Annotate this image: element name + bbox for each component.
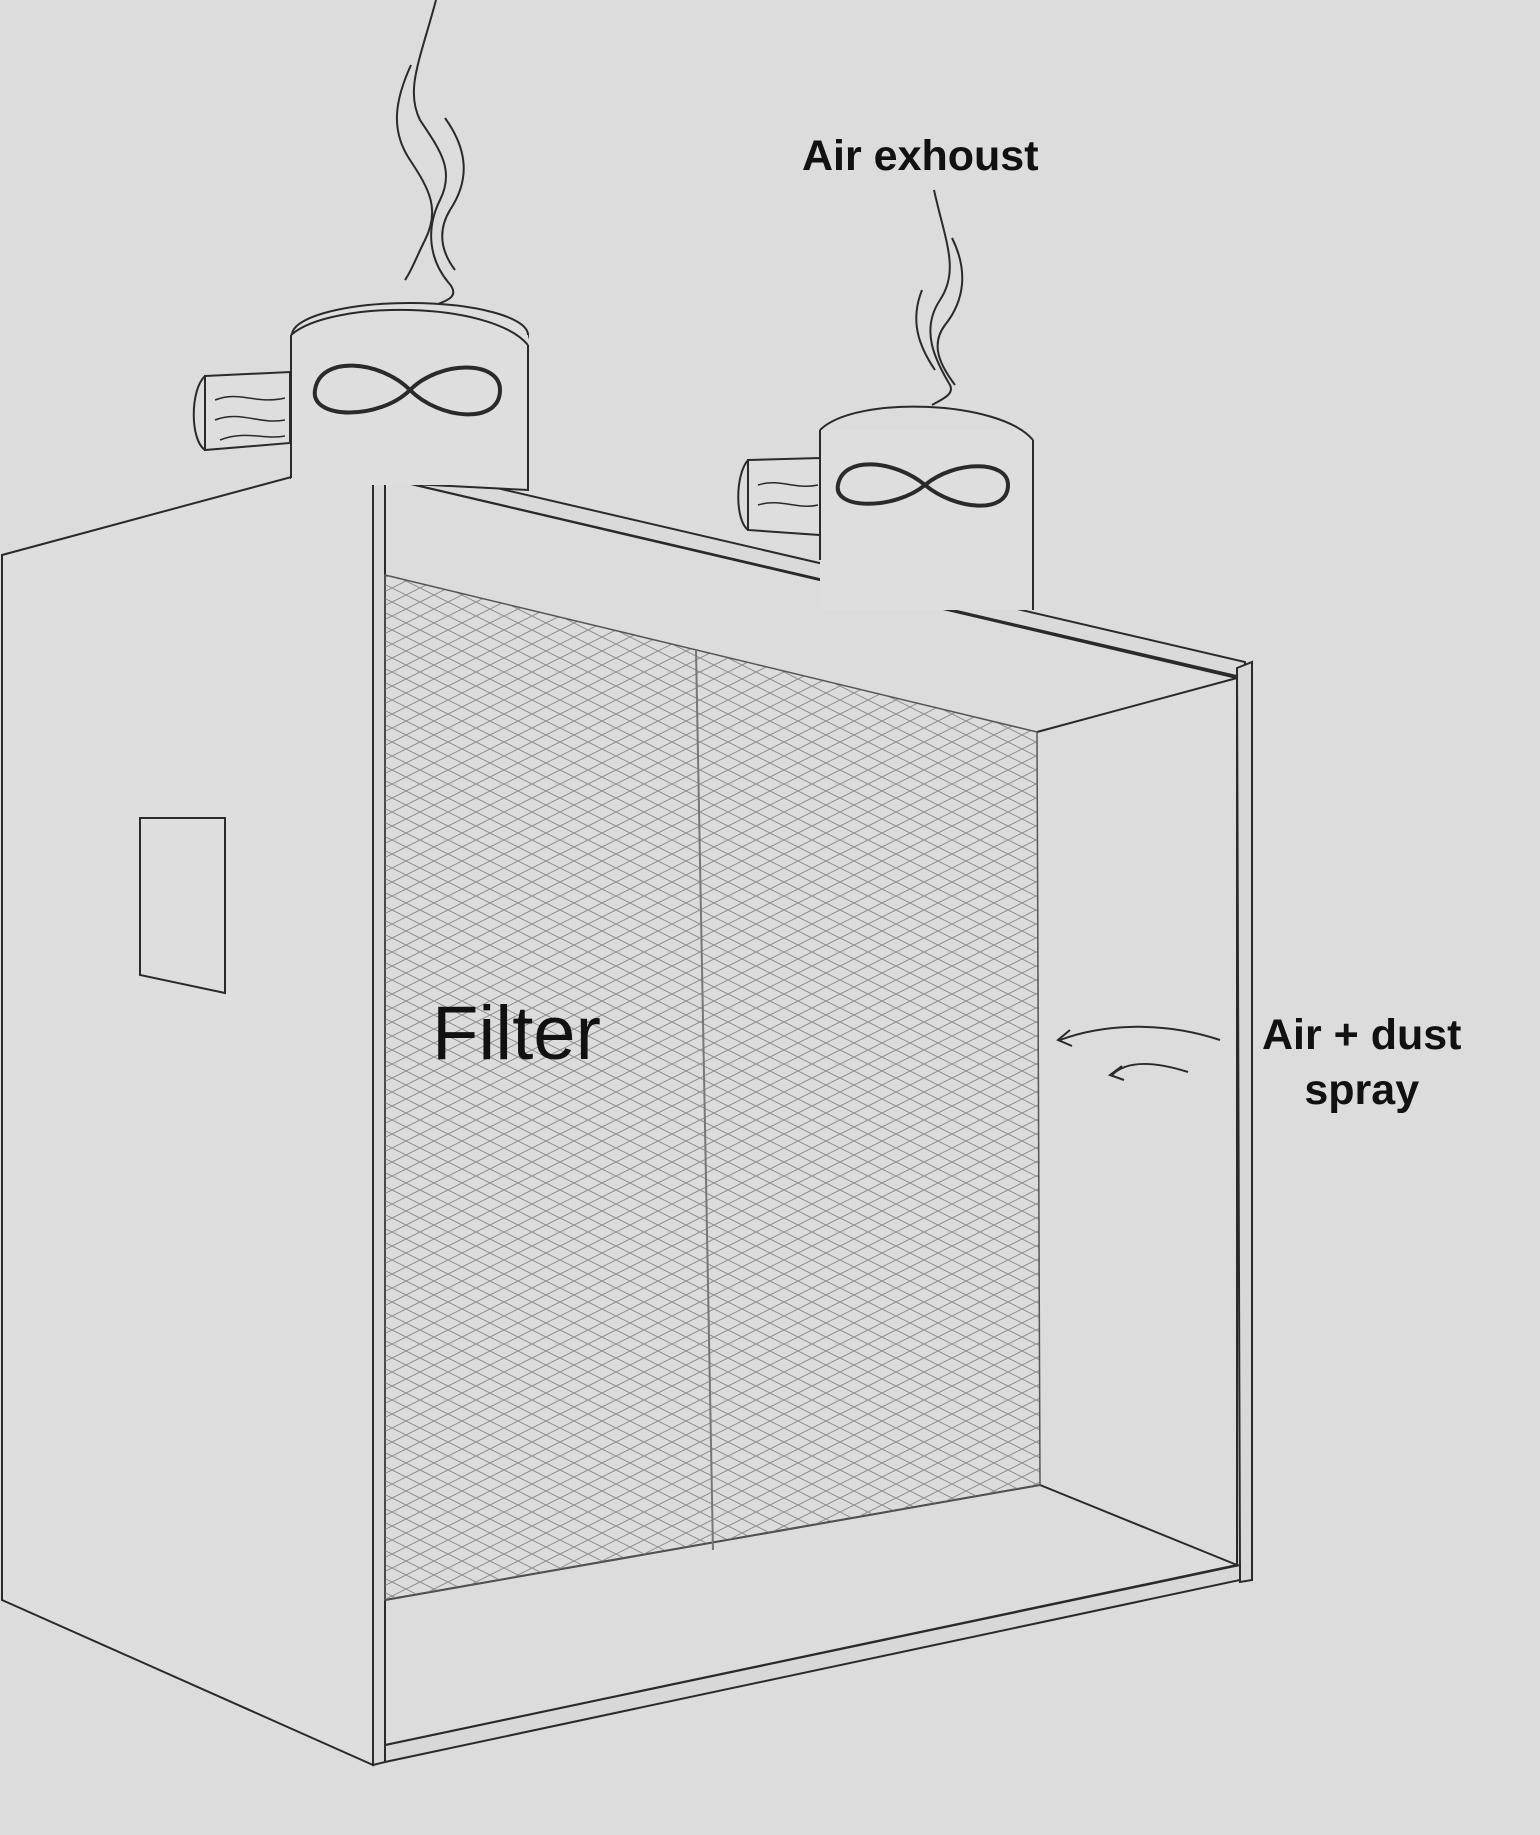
fan-infinity-left-icon <box>312 363 503 417</box>
smoke-right-icon <box>915 189 964 406</box>
exhaust-fan-right <box>737 405 1034 610</box>
booth-side-panel <box>0 453 374 1767</box>
smoke-left-icon <box>395 0 465 306</box>
exhaust-fan-left <box>192 302 529 492</box>
filter-mesh <box>384 574 1041 1601</box>
air-dust-spray-label-line2: spray <box>1304 1066 1420 1114</box>
air-exhaust-label: Air exhoust <box>802 132 1039 180</box>
airflow-arrows-icon <box>1056 1025 1221 1081</box>
fan-infinity-right-icon <box>835 462 1011 508</box>
air-dust-spray-label: Air + dust spray <box>1262 1008 1462 1118</box>
filter-label: Filter <box>432 991 601 1076</box>
air-dust-spray-label-line1: Air + dust <box>1262 1011 1462 1059</box>
